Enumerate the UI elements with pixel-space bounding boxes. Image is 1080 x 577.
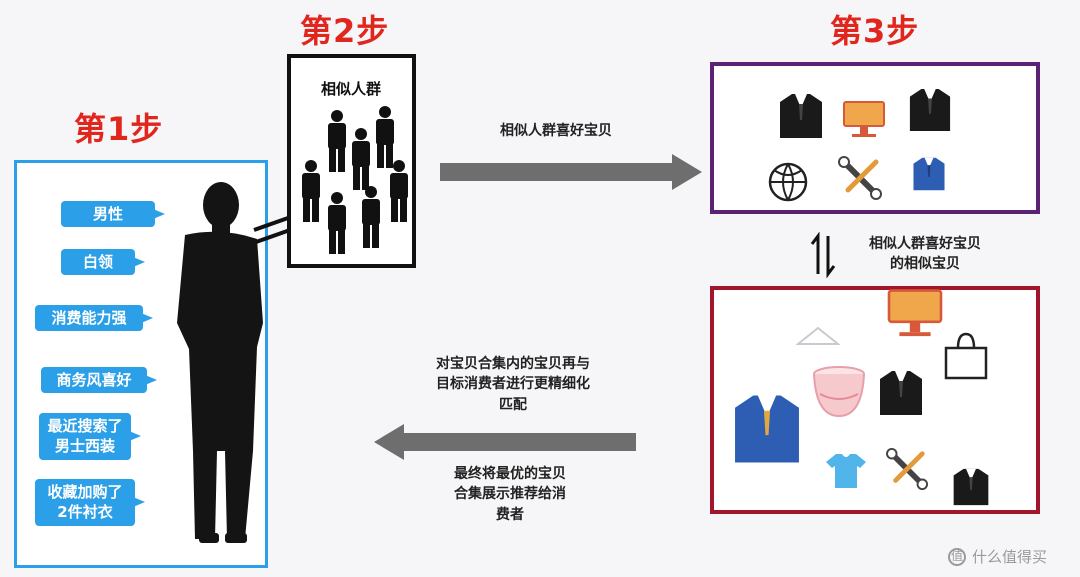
tools-icon (886, 448, 929, 490)
step3-liked-items-box (710, 62, 1040, 214)
suit-icon (780, 94, 822, 138)
step3-title: 第3步 (830, 12, 920, 50)
suit-icon (909, 88, 951, 132)
watermark-text: 什么值得买 (972, 548, 1048, 566)
similar-items-caption-line2: 的相似宝贝 (890, 256, 960, 273)
profile-tag-favorited-shirts: 收藏加购了 2件衬衣 (35, 479, 135, 526)
tshirt-icon (826, 454, 866, 488)
monitor-icon (887, 289, 943, 337)
refine-match-caption-line1: 对宝贝合集内的宝贝再与 (436, 356, 590, 372)
similar-to-icon (253, 216, 291, 244)
watermark: 值 什么值得买 (948, 546, 1047, 567)
monitor-icon (843, 101, 885, 137)
left-arrow-icon (374, 424, 636, 460)
final-recommend-caption-line1: 最终将最优的宝贝 (454, 466, 566, 482)
blue-suit-icon (913, 157, 945, 191)
profile-tag-white-collar: 白领 (61, 249, 135, 276)
profile-tag-high-spending: 消费能力强 (35, 305, 143, 332)
basketball-icon (768, 162, 808, 202)
similar-items-caption-line1: 相似人群喜好宝贝 (869, 236, 981, 252)
similar-people-icon (302, 106, 408, 254)
profile-tag-male: 男性 (61, 201, 155, 228)
arrow-label-similar-preferences: 相似人群喜好宝贝 (500, 123, 612, 139)
shopping-bag-icon (944, 332, 988, 380)
suit-icon (880, 371, 922, 415)
final-recommend-caption-line2: 合集展示推荐给消 (454, 486, 566, 503)
exchange-arrows-icon (810, 232, 836, 278)
watermark-logo-icon: 值 (948, 547, 966, 566)
person-silhouette-icon (177, 182, 263, 543)
refine-match-caption: 对宝贝合集内的宝贝再与 目标消费者进行更精细化 匹配 (388, 354, 638, 415)
right-arrow-icon (440, 154, 702, 190)
similar-items-caption: 相似人群喜好宝贝 的相似宝贝 (860, 234, 990, 275)
step2-similar-group-box: 相似人群 (287, 54, 416, 268)
refine-match-caption-line3: 匹配 (499, 396, 527, 413)
step2-title: 第2步 (300, 12, 390, 50)
step1-profile-box: 男性 白领 消费能力强 商务风喜好 最近搜索了 男士西装 收藏加购了 2件衬衣 (14, 160, 268, 568)
profile-tag-business-style: 商务风喜好 (41, 367, 147, 394)
final-recommend-caption: 最终将最优的宝贝 合集展示推荐给消 费者 (400, 464, 620, 525)
suit-icon (953, 468, 989, 506)
blue-suit-icon (735, 395, 799, 463)
bowl-icon (813, 366, 865, 418)
refine-match-caption-line2: 目标消费者进行更精细化 (436, 376, 590, 393)
tools-icon (838, 156, 882, 200)
step1-title: 第1步 (74, 110, 164, 148)
step3-similar-items-box (710, 286, 1040, 514)
final-recommend-caption-line3: 费者 (496, 506, 524, 523)
similar-group-label: 相似人群 (321, 80, 382, 98)
hanger-icon (796, 326, 840, 345)
profile-tag-searched-suit: 最近搜索了 男士西装 (39, 413, 131, 460)
